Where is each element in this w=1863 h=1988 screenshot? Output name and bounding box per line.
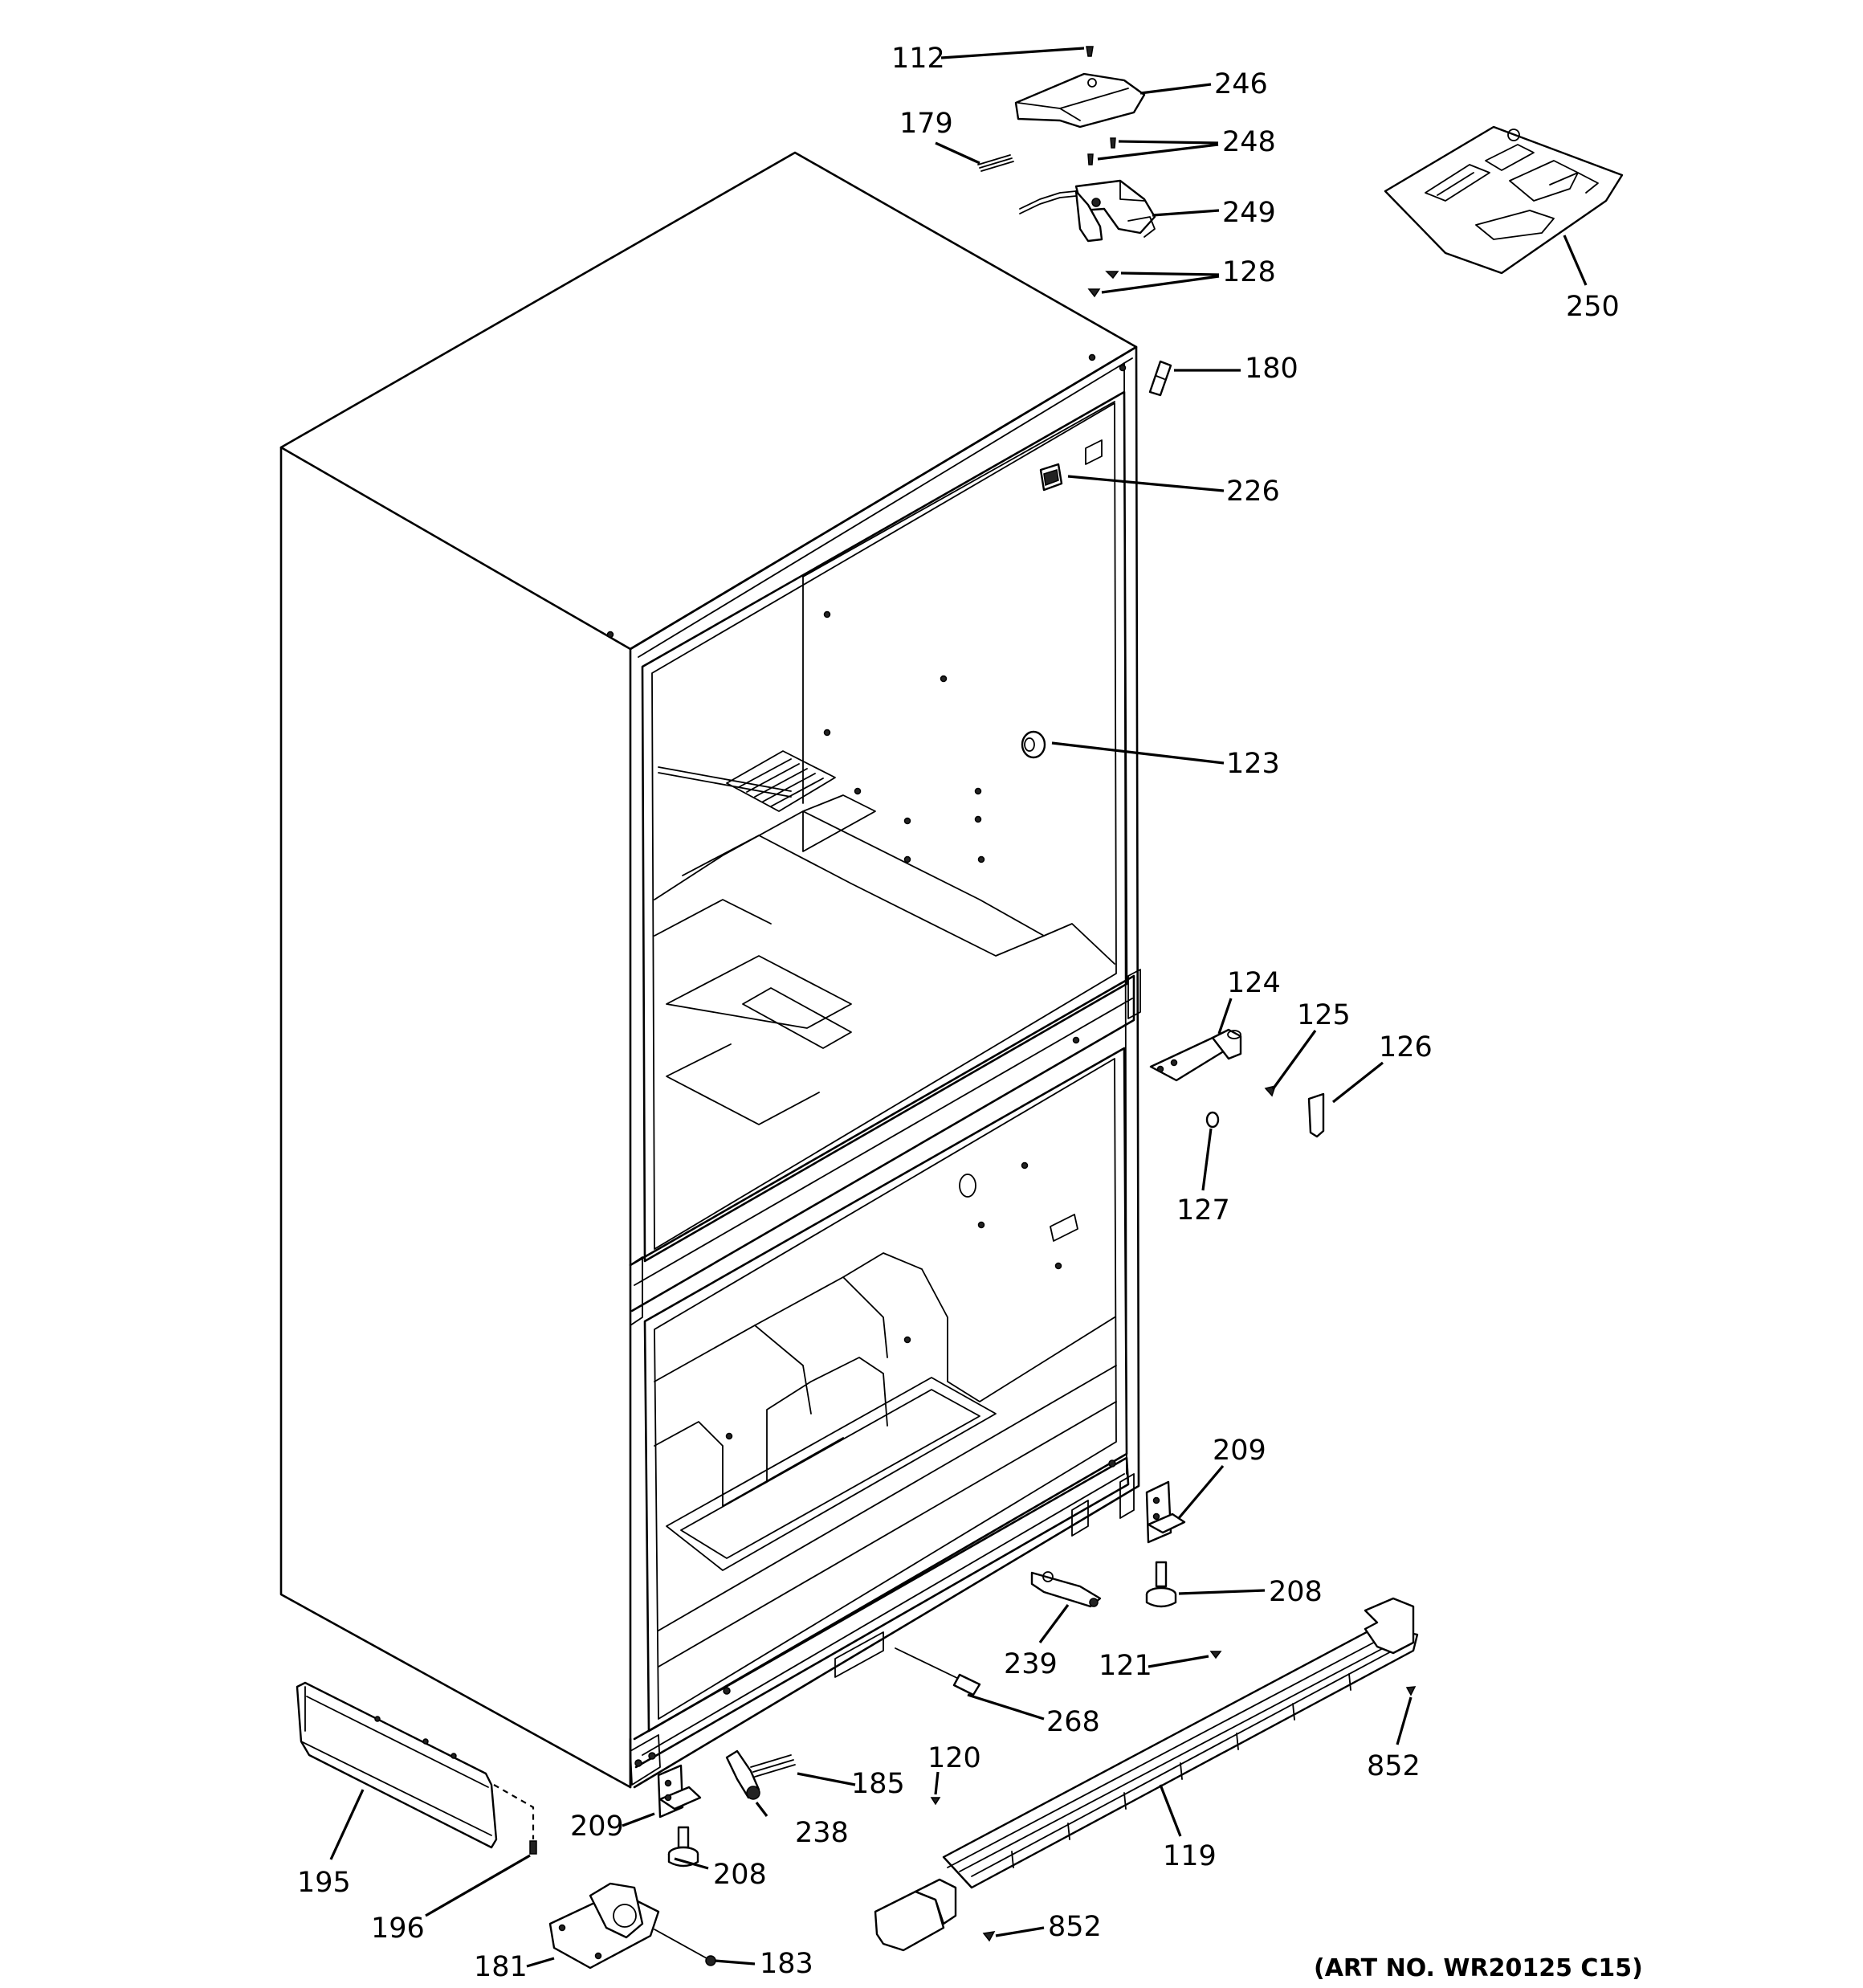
screw-121 (1209, 1651, 1222, 1659)
callout-852-right: 852 (1367, 1750, 1421, 1782)
hinge-screws-128 (1087, 271, 1119, 298)
callout-195: 195 (297, 1867, 351, 1899)
center-hinge-124 (1149, 1028, 1242, 1082)
callout-209-right: 209 (1213, 1435, 1266, 1467)
toe-grille-119 (874, 1597, 1419, 1952)
leveler-181 (548, 1882, 660, 1970)
callout-249: 249 (1222, 197, 1276, 229)
plug-127 (1205, 1111, 1220, 1129)
top-hinge-cover (1014, 72, 1146, 129)
callout-123: 123 (1226, 748, 1280, 780)
callout-labels: 112 246 179 248 249 128 250 180 226 123 … (297, 43, 1620, 1983)
callout-250: 250 (1566, 291, 1620, 323)
callout-183: 183 (760, 1948, 813, 1980)
callout-239: 239 (1004, 1648, 1058, 1680)
cover-126 (1307, 1092, 1325, 1138)
callout-119: 119 (1163, 1840, 1217, 1872)
screw-852-right (1405, 1686, 1417, 1696)
dashed-alignment-line (493, 1784, 535, 1839)
callout-112: 112 (891, 43, 945, 75)
roller-239 (1030, 1571, 1102, 1608)
hinge-screw-112 (1086, 46, 1094, 57)
hinge-parts-bag (1384, 125, 1624, 275)
callout-126: 126 (1379, 1031, 1433, 1063)
art-number: (ART NO. WR20125 C15) (1314, 1954, 1643, 1982)
callout-208-right: 208 (1269, 1576, 1323, 1608)
hinge-spring-179 (977, 154, 1077, 214)
callout-238: 238 (795, 1817, 849, 1849)
mounting-holes (823, 610, 1080, 1044)
callout-125: 125 (1297, 999, 1351, 1031)
callout-127: 127 (1176, 1194, 1230, 1227)
adjusting-screw-183 (654, 1929, 716, 1966)
hinge-bracket-assembly (1074, 179, 1156, 243)
callout-124: 124 (1227, 967, 1281, 999)
callout-179: 179 (899, 108, 953, 140)
callout-208-left: 208 (713, 1859, 767, 1891)
rod-268 (895, 1647, 981, 1696)
callout-248: 248 (1222, 126, 1276, 158)
roller-bracket-238 (725, 1749, 760, 1800)
callout-196: 196 (371, 1912, 425, 1945)
spring-185 (750, 1754, 796, 1778)
cabinet (279, 151, 1141, 1789)
spring-180 (1148, 360, 1172, 397)
callout-226: 226 (1226, 476, 1280, 508)
leveling-leg-208-right (1145, 1561, 1177, 1608)
callout-120: 120 (927, 1742, 981, 1774)
leveling-bracket-209-left (657, 1764, 702, 1819)
callout-180: 180 (1245, 353, 1298, 385)
callout-246: 246 (1214, 68, 1268, 100)
base-grille-195 (296, 1681, 498, 1849)
leader-lines (329, 47, 1588, 1968)
vent-grille (726, 750, 836, 812)
plug-123 (1021, 730, 1046, 759)
hinge-pins-248 (1087, 137, 1116, 165)
callout-121: 121 (1099, 1650, 1152, 1682)
switch-226 (1039, 463, 1063, 492)
callout-128: 128 (1222, 256, 1276, 288)
screw-852-bottom (982, 1931, 996, 1942)
screw-196 (529, 1840, 537, 1855)
callout-852-bottom: 852 (1048, 1911, 1102, 1943)
leveling-bracket-209-right (1145, 1480, 1186, 1544)
callout-268: 268 (1046, 1706, 1100, 1738)
screw-120 (930, 1797, 941, 1806)
callout-209-left: 209 (570, 1810, 624, 1843)
callout-181: 181 (474, 1951, 528, 1983)
callout-185: 185 (851, 1768, 905, 1800)
